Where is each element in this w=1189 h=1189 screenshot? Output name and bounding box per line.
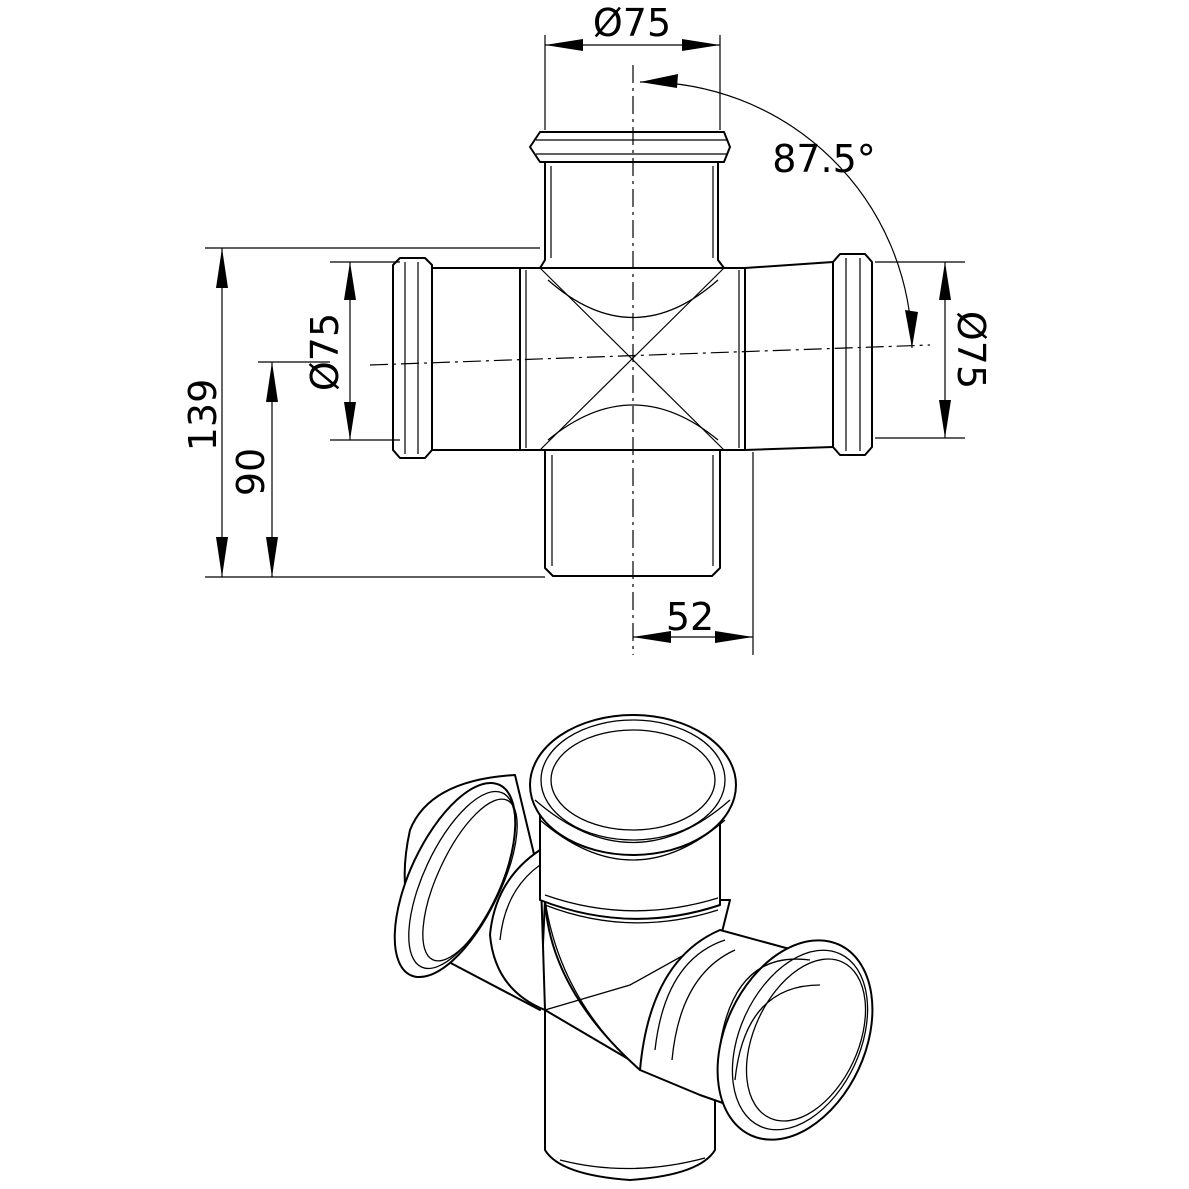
top-socket — [529, 131, 731, 269]
front-view: Ø75 87.5° Ø75 Ø75 — [181, 1, 993, 655]
dim-angle: 87.5° — [639, 74, 918, 349]
iso-right-socket — [716, 939, 874, 1141]
branch-height-label: 90 — [229, 448, 273, 496]
isometric-view — [393, 714, 874, 1181]
dim-overall-height: 139 — [181, 247, 545, 578]
iso-top-socket — [529, 714, 737, 856]
left-diameter-label: Ø75 — [303, 313, 347, 391]
bottom-spigot — [544, 449, 721, 577]
offset-label: 52 — [666, 595, 714, 639]
dim-top-diameter: Ø75 — [544, 1, 721, 130]
iso-bottom-spigot — [544, 1009, 716, 1181]
horizontal-centerline — [369, 344, 931, 366]
dim-offset: 52 — [633, 452, 754, 655]
right-socket — [723, 253, 873, 456]
right-diameter-label: Ø75 — [949, 311, 993, 389]
dim-branch-height: 90 — [229, 361, 330, 577]
angle-label: 87.5° — [772, 137, 876, 181]
top-diameter-label: Ø75 — [593, 1, 671, 45]
dim-right-diameter: Ø75 — [875, 261, 993, 439]
dim-left-diameter: Ø75 — [303, 261, 400, 441]
cross-body — [539, 267, 725, 451]
left-socket — [392, 257, 541, 459]
overall-height-label: 139 — [181, 379, 225, 452]
